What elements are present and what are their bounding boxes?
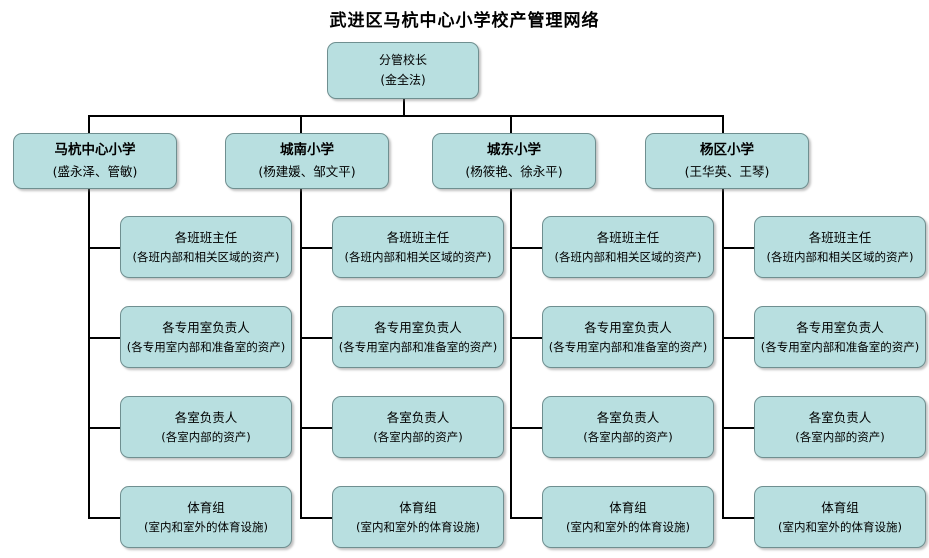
node-c3-role-4-name: 体育组 [609,500,647,515]
connector-trunk-col-2 [300,188,302,519]
connector-bus-drop-1 [88,115,90,133]
connector-branch-c1-r4 [88,517,120,519]
node-c2-role-3-name: 各室负责人 [386,410,450,425]
connector-school-bus [88,115,723,117]
connector-trunk-col-4 [722,188,724,519]
node-school-4[interactable]: 杨区小学 (王华英、王琴) [645,133,809,189]
connector-branch-c3-r4 [510,517,542,519]
node-c4-role-2-name: 各专用室负责人 [796,320,884,335]
node-c3-role-4[interactable]: 体育组 (室内和室外的体育设施) [542,486,714,548]
connector-branch-c4-r1 [722,247,754,249]
node-school-2-people: (杨建媛、邹文平) [258,164,356,180]
node-c2-role-2-scope: (各专用室内部和准备室的资产) [338,339,498,354]
page-title: 武进区马杭中心小学校产管理网络 [329,11,600,31]
node-c2-role-3[interactable]: 各室负责人 (各室内部的资产) [332,396,504,458]
node-c3-role-3-name: 各室负责人 [596,410,660,425]
node-c1-role-4-name: 体育组 [187,500,225,515]
node-c4-role-4-scope: (室内和室外的体育设施) [778,519,902,534]
connector-branch-c4-r4 [722,517,754,519]
node-c4-role-1-name: 各班班主任 [808,230,872,245]
node-c4-role-4[interactable]: 体育组 (室内和室外的体育设施) [754,486,926,548]
connector-branch-c3-r2 [510,337,542,339]
node-c1-role-1-name: 各班班主任 [174,230,238,245]
node-c3-role-2-scope: (各专用室内部和准备室的资产) [548,339,708,354]
node-c4-role-2-scope: (各专用室内部和准备室的资产) [760,339,920,354]
node-c2-role-1[interactable]: 各班班主任 (各班内部和相关区域的资产) [332,216,504,278]
node-c1-role-3-scope: (各室内部的资产) [161,429,251,444]
node-school-1-people: (盛永泽、管敏) [52,164,138,180]
node-c1-role-2-scope: (各专用室内部和准备室的资产) [126,339,286,354]
node-school-1-name: 马杭中心小学 [54,142,136,159]
node-c4-role-3-name: 各室负责人 [808,410,872,425]
connector-bus-drop-4 [722,115,724,133]
node-school-4-name: 杨区小学 [700,142,754,159]
node-school-2[interactable]: 城南小学 (杨建媛、邹文平) [225,133,389,189]
connector-branch-c2-r1 [300,247,332,249]
node-c4-role-4-name: 体育组 [821,500,859,515]
node-c3-role-1[interactable]: 各班班主任 (各班内部和相关区域的资产) [542,216,714,278]
node-school-4-people: (王华英、王琴) [684,164,770,180]
node-c4-role-1-scope: (各班内部和相关区域的资产) [766,249,914,264]
connector-root-stem [403,98,405,117]
node-c3-role-1-name: 各班班主任 [596,230,660,245]
node-c3-role-3-scope: (各室内部的资产) [583,429,673,444]
node-school-3-people: (杨筱艳、徐永平) [465,164,563,180]
node-c1-role-4-scope: (室内和室外的体育设施) [144,519,268,534]
node-c4-role-3-scope: (各室内部的资产) [795,429,885,444]
connector-bus-drop-3 [510,115,512,133]
connector-branch-c1-r1 [88,247,120,249]
node-c1-role-4[interactable]: 体育组 (室内和室外的体育设施) [120,486,292,548]
node-c2-role-2-name: 各专用室负责人 [374,320,462,335]
connector-branch-c4-r3 [722,427,754,429]
node-c3-role-1-scope: (各班内部和相关区域的资产) [554,249,702,264]
node-c1-role-2-name: 各专用室负责人 [162,320,250,335]
node-c2-role-2[interactable]: 各专用室负责人 (各专用室内部和准备室的资产) [332,306,504,368]
connector-branch-c1-r3 [88,427,120,429]
node-principal[interactable]: 分管校长 (金全法) [327,42,479,99]
node-c3-role-3[interactable]: 各室负责人 (各室内部的资产) [542,396,714,458]
node-school-2-name: 城南小学 [280,142,334,159]
node-c4-role-2[interactable]: 各专用室负责人 (各专用室内部和准备室的资产) [754,306,926,368]
node-school-3-name: 城东小学 [487,142,541,159]
node-principal-people: (金全法) [380,73,426,87]
connector-bus-drop-2 [300,115,302,133]
connector-branch-c4-r2 [722,337,754,339]
node-c2-role-4-name: 体育组 [399,500,437,515]
node-c3-role-2[interactable]: 各专用室负责人 (各专用室内部和准备室的资产) [542,306,714,368]
node-c2-role-4-scope: (室内和室外的体育设施) [356,519,480,534]
node-c1-role-1[interactable]: 各班班主任 (各班内部和相关区域的资产) [120,216,292,278]
connector-branch-c3-r3 [510,427,542,429]
node-c2-role-1-name: 各班班主任 [386,230,450,245]
node-c4-role-3[interactable]: 各室负责人 (各室内部的资产) [754,396,926,458]
node-principal-title: 分管校长 [378,53,427,67]
node-c1-role-3-name: 各室负责人 [174,410,238,425]
node-c4-role-1[interactable]: 各班班主任 (各班内部和相关区域的资产) [754,216,926,278]
node-c1-role-1-scope: (各班内部和相关区域的资产) [132,249,280,264]
node-school-3[interactable]: 城东小学 (杨筱艳、徐永平) [432,133,596,189]
node-c2-role-3-scope: (各室内部的资产) [373,429,463,444]
node-c3-role-4-scope: (室内和室外的体育设施) [566,519,690,534]
node-c3-role-2-name: 各专用室负责人 [584,320,672,335]
connector-branch-c2-r2 [300,337,332,339]
connector-branch-c3-r1 [510,247,542,249]
node-c2-role-1-scope: (各班内部和相关区域的资产) [344,249,492,264]
connector-trunk-col-3 [510,188,512,519]
connector-branch-c2-r4 [300,517,332,519]
node-c1-role-3[interactable]: 各室负责人 (各室内部的资产) [120,396,292,458]
node-school-1[interactable]: 马杭中心小学 (盛永泽、管敏) [13,133,177,189]
node-c2-role-4[interactable]: 体育组 (室内和室外的体育设施) [332,486,504,548]
connector-branch-c1-r2 [88,337,120,339]
node-c1-role-2[interactable]: 各专用室负责人 (各专用室内部和准备室的资产) [120,306,292,368]
connector-branch-c2-r3 [300,427,332,429]
connector-trunk-col-1 [88,188,90,519]
